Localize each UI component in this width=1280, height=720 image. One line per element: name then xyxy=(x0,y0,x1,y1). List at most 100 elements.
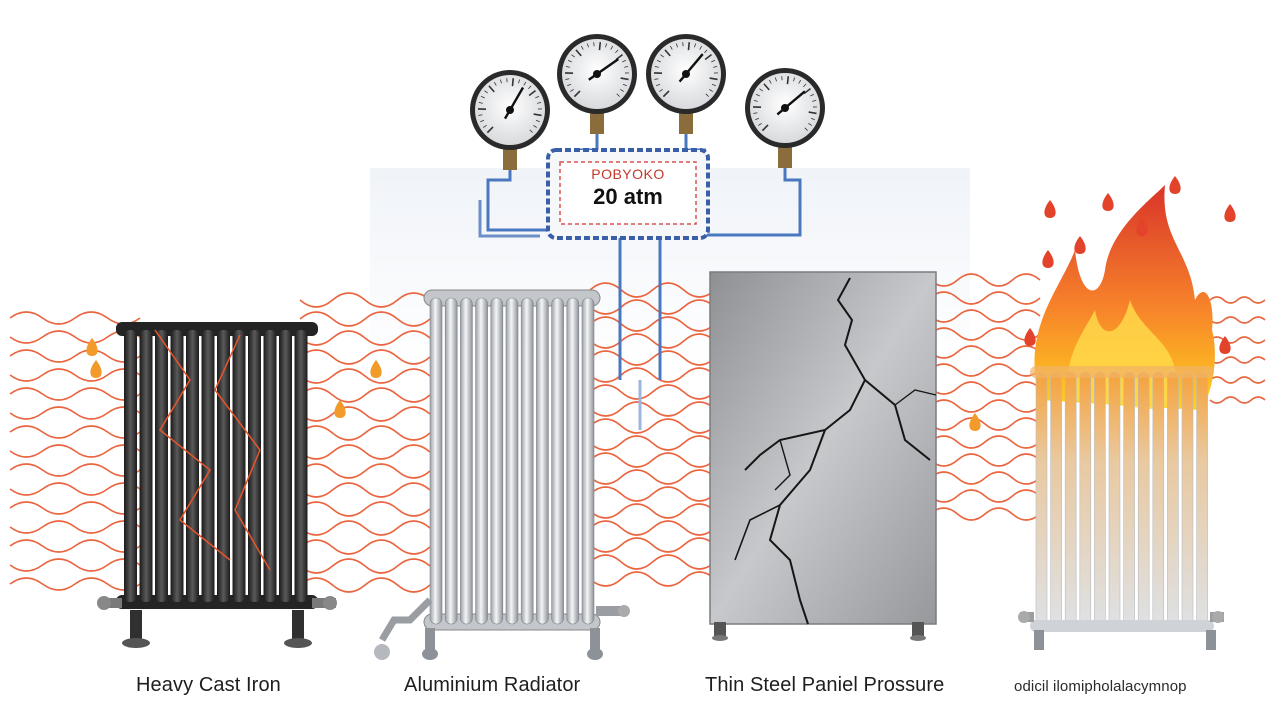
heat-wave-line xyxy=(299,482,431,498)
cast-iron-fin xyxy=(155,330,168,602)
heat-wave-line xyxy=(9,444,141,458)
heat-wave-line xyxy=(299,311,431,327)
heat-wave-line xyxy=(589,282,716,298)
aluminium-fin xyxy=(581,297,595,625)
heat-wave-line xyxy=(9,520,141,534)
heat-wave-line xyxy=(929,327,1041,341)
heat-waves xyxy=(9,273,1266,593)
heat-wave-line xyxy=(929,489,1041,503)
aluminium-fin xyxy=(460,297,473,625)
aluminium-fin xyxy=(490,297,504,625)
heat-wave-line xyxy=(589,435,716,451)
aluminium-fin xyxy=(551,297,564,625)
droplet-icon xyxy=(1074,236,1086,254)
aluminium-fin xyxy=(536,297,549,625)
manifold-pressure: 20 atm xyxy=(593,184,663,209)
aluminium-radiator xyxy=(374,289,630,660)
droplet-icon xyxy=(1136,218,1148,236)
droplet-icon xyxy=(1042,250,1054,268)
cast-iron-fin xyxy=(263,330,277,602)
heat-wave-line xyxy=(299,501,431,517)
heat-wave-line xyxy=(1209,396,1266,404)
heat-wave-line xyxy=(929,381,1041,395)
heat-wave-line xyxy=(929,291,1041,305)
heat-wave-line xyxy=(589,316,716,332)
droplet-icon xyxy=(1169,176,1181,194)
cast-iron-fin xyxy=(186,330,199,602)
hot-fin xyxy=(1152,371,1165,627)
aluminium-fin xyxy=(475,297,488,625)
cast-iron-fin xyxy=(248,330,261,602)
heat-droplets xyxy=(86,176,1236,431)
droplet-icon xyxy=(86,338,98,356)
heat-wave-line xyxy=(929,363,1041,377)
heat-wave-line xyxy=(299,539,431,555)
droplet-icon xyxy=(90,360,102,378)
pressure-gauges xyxy=(470,34,825,170)
hot-fin xyxy=(1050,371,1062,627)
steel-panel-radiator xyxy=(709,271,937,641)
heat-wave-line xyxy=(299,349,431,365)
heat-wave-line xyxy=(299,387,431,403)
heat-wave-line xyxy=(929,345,1041,359)
heat-wave-line xyxy=(1209,296,1266,304)
hot-fin xyxy=(1123,371,1135,627)
heat-wave-line xyxy=(929,273,1041,287)
heat-wave-line xyxy=(9,501,141,515)
heat-wave-line xyxy=(1209,376,1266,384)
heat-wave-line xyxy=(589,350,716,366)
cast-iron-fin xyxy=(139,330,153,602)
cast-iron-radiator xyxy=(97,322,337,648)
cast-iron-fin xyxy=(124,330,137,602)
heat-wave-line xyxy=(589,486,716,502)
heat-wave-line xyxy=(299,406,431,422)
heat-wave-line xyxy=(9,311,141,325)
hot-fin xyxy=(1167,371,1179,627)
cast-iron-fin xyxy=(279,330,292,602)
caption-cast-iron: Heavy Cast Iron xyxy=(136,674,281,696)
aluminium-fin xyxy=(429,297,443,625)
aluminium-fin xyxy=(566,297,580,625)
pressure-manifold xyxy=(546,148,710,240)
aluminium-fin xyxy=(505,297,519,625)
heat-wave-line xyxy=(1209,356,1266,364)
manifold-label: POBYOKO xyxy=(591,166,665,182)
heat-wave-line xyxy=(589,452,716,468)
heat-wave-line xyxy=(9,558,141,572)
heat-wave-line xyxy=(589,418,716,434)
heat-wave-line xyxy=(9,482,141,496)
hot-fin xyxy=(1094,371,1106,627)
burning-radiator xyxy=(1018,185,1224,650)
heat-wave-line xyxy=(299,463,431,479)
heat-wave-line xyxy=(929,471,1041,485)
aluminium-fin xyxy=(444,297,458,625)
droplet-icon xyxy=(370,360,382,378)
cast-iron-fin xyxy=(294,330,308,602)
heat-wave-line xyxy=(929,399,1041,413)
heat-wave-line xyxy=(299,425,431,441)
hot-fin xyxy=(1035,371,1048,627)
hot-fin xyxy=(1108,371,1121,627)
heat-wave-line xyxy=(9,368,141,382)
heat-wave-line xyxy=(589,299,716,315)
heat-wave-line xyxy=(9,577,141,591)
heat-wave-line xyxy=(589,401,716,417)
heat-wave-line xyxy=(589,367,716,383)
hot-fin xyxy=(1137,371,1150,627)
heat-wave-line xyxy=(1209,336,1266,344)
pressure-gauge-icon xyxy=(557,34,637,134)
heat-wave-line xyxy=(9,349,141,363)
pressure-gauge-icon xyxy=(646,34,726,134)
droplet-icon xyxy=(1219,336,1231,354)
heat-wave-line xyxy=(589,537,716,553)
droplet-icon xyxy=(1024,328,1036,346)
pressure-gauge-icon xyxy=(470,70,550,170)
heat-wave-line xyxy=(299,558,431,574)
droplet-icon xyxy=(1224,204,1236,222)
heat-wave-line xyxy=(9,539,141,553)
cast-iron-fin xyxy=(201,330,215,602)
aluminium-fin xyxy=(520,297,534,625)
heat-wave-line xyxy=(299,368,431,384)
heat-wave-line xyxy=(299,444,431,460)
